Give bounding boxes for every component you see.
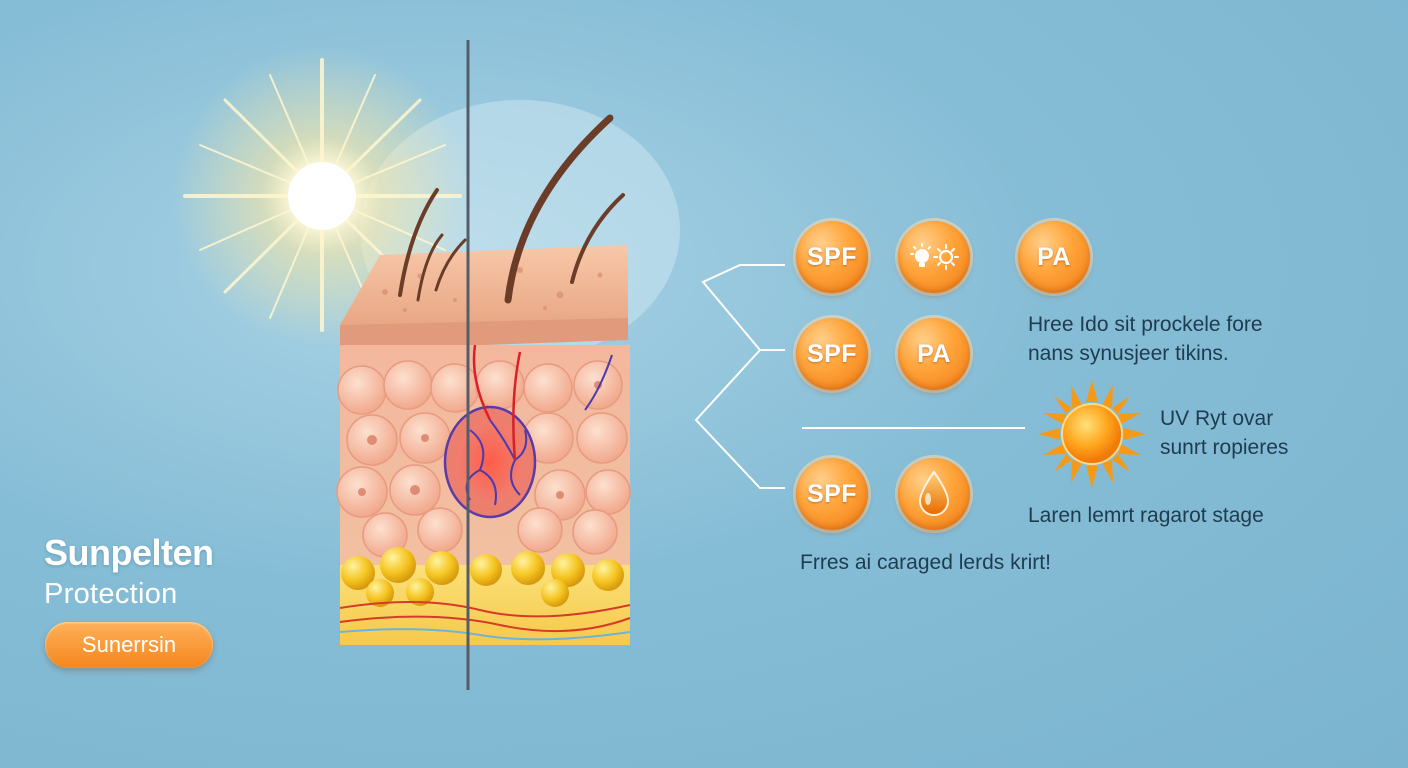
note-line: UV Ryt ovar bbox=[1160, 407, 1274, 430]
droplet-icon bbox=[918, 470, 950, 516]
note-line: Frres ai caraged lerds krirt! bbox=[800, 551, 1051, 574]
pa-badge: PA bbox=[898, 318, 970, 390]
droplet-badge bbox=[898, 458, 970, 530]
note-line: sunrt ropieres bbox=[1160, 436, 1289, 459]
sun-lightbulb-badge bbox=[898, 221, 970, 293]
sun-icon bbox=[1038, 380, 1146, 488]
brand-title: Sunpelten bbox=[44, 532, 214, 573]
brand-subtitle: Protection bbox=[44, 578, 178, 610]
spf-badge: SPF bbox=[796, 458, 868, 530]
note-block-uv: UV Ryt ovar sunrt ropieres bbox=[1160, 404, 1288, 462]
spf-badge: SPF bbox=[796, 318, 868, 390]
note-line: Hree Ido sit prockele fore bbox=[1028, 313, 1263, 336]
sun-lightbulb-icon bbox=[910, 243, 959, 270]
connector-lines bbox=[694, 264, 1025, 489]
note-block-1: Hree Ido sit prockele fore nans synusjee… bbox=[1028, 310, 1263, 368]
spf-badge: SPF bbox=[796, 221, 868, 293]
skin-cross-section bbox=[336, 114, 631, 645]
pa-badge: PA bbox=[1018, 221, 1090, 293]
sunscreen-button[interactable]: Sunerrsin bbox=[45, 622, 213, 668]
note-line: nans synusjeer tikins. bbox=[1028, 342, 1229, 365]
note-line: Laren lemrt ragarot stage bbox=[1028, 504, 1264, 527]
